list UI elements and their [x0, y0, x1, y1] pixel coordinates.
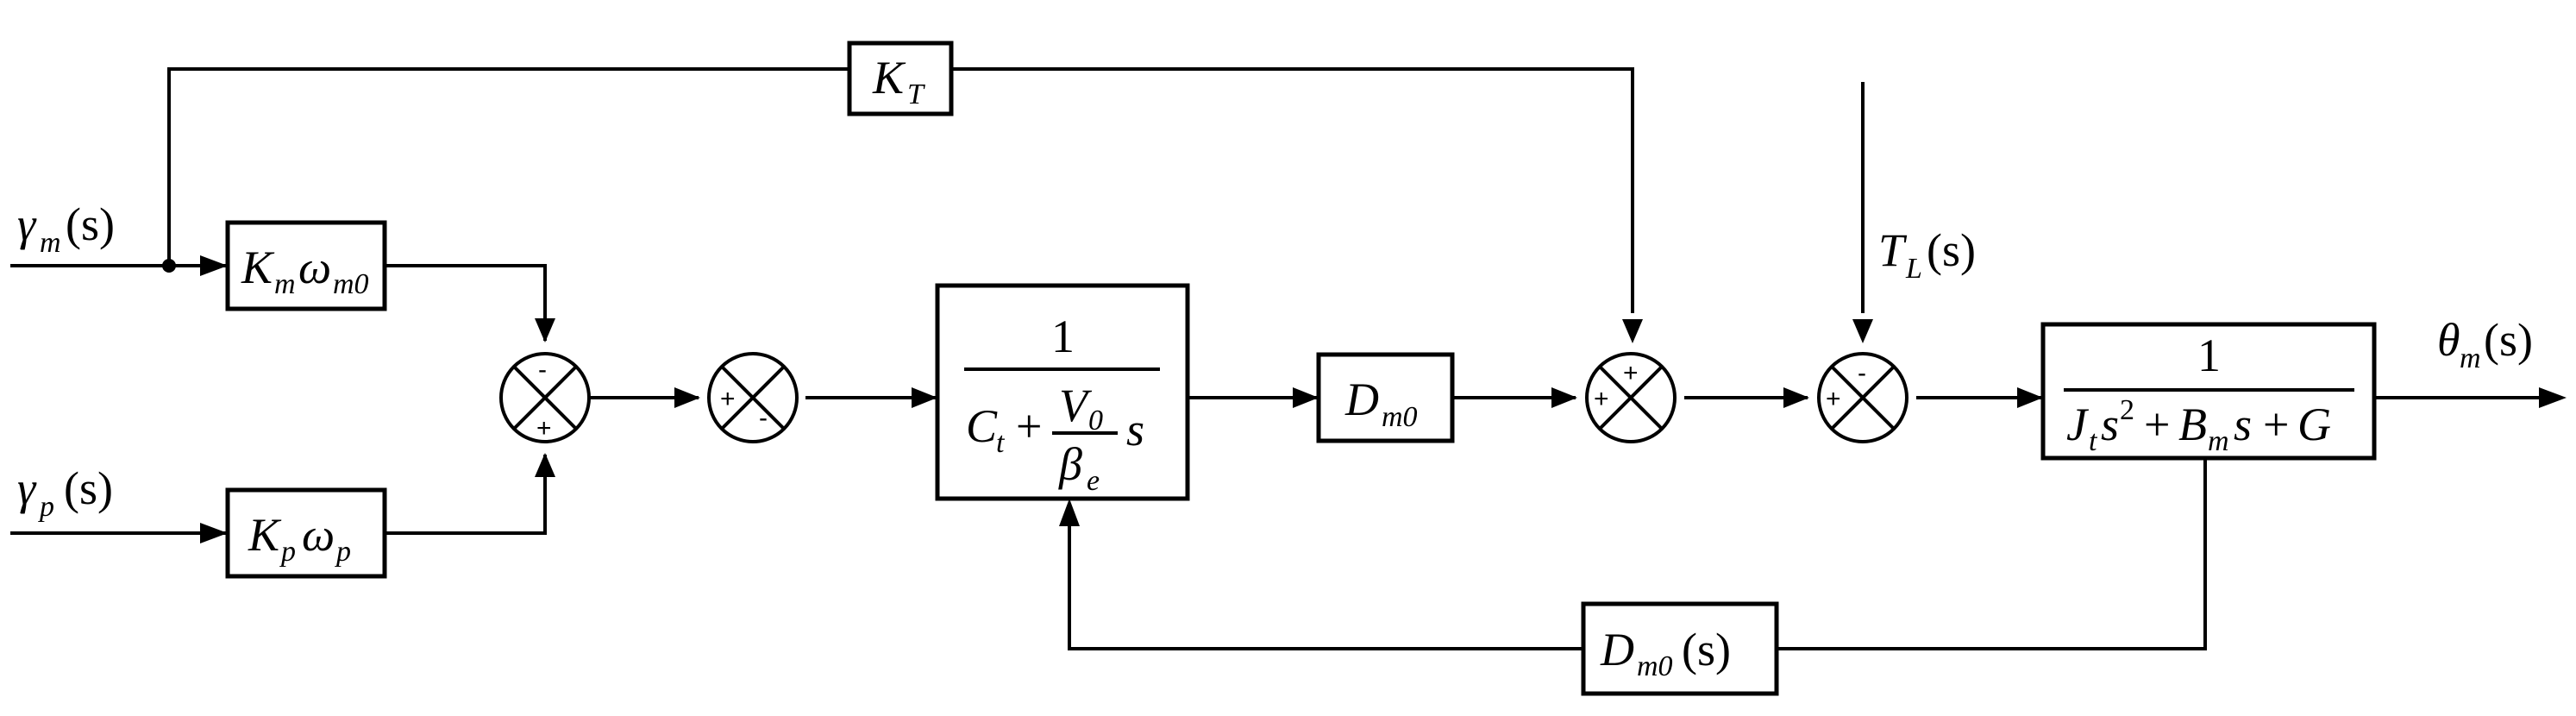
summing-junction-4: - +	[1817, 352, 1908, 443]
label-tl: T L (s)	[1878, 224, 1976, 285]
theta-m-arg: (s)	[2484, 314, 2533, 366]
km-to-sum1-line	[385, 264, 547, 341]
sum4-left-sign: +	[1826, 385, 1841, 413]
tl-subscript: L	[1905, 253, 1922, 285]
plant-plus1: +	[2144, 399, 2170, 450]
arrow-into-kp	[200, 523, 228, 543]
gamma-p-subscript: p	[38, 491, 54, 523]
feedback-line-right	[1777, 458, 2207, 650]
sum2-left-sign: +	[720, 385, 736, 413]
plant-g: G	[2297, 399, 2331, 450]
km-subscript: m	[274, 268, 296, 300]
flow-beta-sub: e	[1087, 465, 1100, 497]
gamma-p-arg: (s)	[64, 462, 113, 514]
plant-s2: s	[2101, 399, 2119, 450]
dm0-symbol: D	[1344, 374, 1379, 425]
wm0-subscript: m0	[333, 268, 369, 300]
plant-j: J	[2066, 399, 2090, 450]
gamma-m-subscript: m	[40, 227, 61, 259]
plant-numerator: 1	[2197, 330, 2221, 381]
kt-feedforward-line-out	[951, 67, 1634, 313]
plant-j-sub: t	[2089, 425, 2098, 457]
block-flow-transfer-function: 1 C t + V 0 β e s	[935, 283, 1190, 501]
block-km-wm0: K m ω m0	[225, 220, 387, 311]
flow-ct-sub: t	[996, 427, 1006, 459]
km-symbol: K	[241, 242, 275, 293]
arrow-into-sum3-top	[1622, 319, 1643, 343]
plant-plus2: +	[2263, 399, 2289, 450]
tl-symbol: T	[1878, 224, 1908, 276]
gamma-m-symbol: γ	[17, 198, 37, 250]
summing-junction-3: + +	[1585, 352, 1677, 443]
plant-b-sub: m	[2208, 425, 2229, 457]
sum1-top-sign: -	[538, 355, 547, 384]
arrow-into-sum1-top	[535, 318, 555, 342]
arrow-into-flow	[912, 387, 937, 408]
flow-beta: β	[1058, 438, 1082, 490]
flow-s: s	[1126, 404, 1144, 455]
gamma-p-symbol: γ	[17, 462, 37, 514]
arrow-into-sum4-top	[1852, 319, 1873, 343]
kt-feedforward-line-in	[167, 67, 849, 266]
flow-plus: +	[1016, 400, 1042, 452]
arrow-into-km	[200, 255, 228, 276]
kp-symbol: K	[248, 509, 282, 561]
plant-s: s	[2234, 399, 2252, 450]
wp-subscript: p	[335, 536, 351, 568]
arrowheads	[200, 255, 2567, 543]
arrow-into-sum3	[1551, 387, 1577, 408]
plant-s2-sup: 2	[2120, 394, 2134, 426]
arrow-into-dm0	[1293, 387, 1319, 408]
arrow-into-sum4	[1783, 387, 1809, 408]
label-gamma-p: γ p (s)	[17, 462, 113, 523]
flow-ct: C	[966, 400, 998, 452]
sum3-left-sign: +	[1594, 385, 1609, 413]
dm0s-arg: (s)	[1682, 624, 1731, 675]
plant-b: B	[2178, 399, 2207, 450]
arrow-into-plant	[2017, 387, 2043, 408]
tl-arg: (s)	[1927, 224, 1976, 276]
summing-junction-1: - +	[499, 352, 591, 443]
sum4-top-sign: -	[1858, 359, 1866, 387]
kt-symbol: K	[872, 52, 906, 104]
flow-v0-sub: 0	[1088, 405, 1103, 437]
wm0-symbol: ω	[298, 242, 331, 293]
wp-symbol: ω	[302, 509, 335, 561]
kp-subscript: p	[279, 536, 296, 568]
sum2-right-sign: -	[759, 404, 768, 432]
arrow-into-sum2	[674, 387, 700, 408]
arrow-into-sum1-bottom	[535, 453, 555, 477]
flow-v0: V	[1059, 380, 1093, 431]
summing-junction-2: + -	[707, 352, 799, 443]
block-dm0: D m0	[1316, 352, 1455, 443]
theta-m-symbol: θ	[2437, 314, 2460, 366]
flow-numerator: 1	[1051, 311, 1075, 362]
gamma-m-arg: (s)	[66, 198, 115, 250]
dm0s-symbol: D	[1600, 624, 1634, 675]
theta-m-subscript: m	[2460, 342, 2481, 374]
block-kt: K T	[847, 41, 954, 116]
dm0-subscript: m0	[1382, 401, 1418, 433]
kt-subscript: T	[907, 79, 925, 110]
feedback-line-left	[1068, 526, 1583, 650]
arrow-output	[2539, 387, 2567, 408]
kp-to-sum1-line	[385, 455, 547, 535]
label-gamma-m: γ m (s)	[17, 198, 115, 259]
block-kp-wp: K p ω p	[225, 487, 387, 579]
label-theta-m: θ m (s)	[2437, 314, 2533, 374]
sum1-bottom-sign: +	[536, 414, 552, 443]
dm0s-subscript: m0	[1637, 650, 1673, 682]
block-plant-transfer-function: 1 J t s 2 + B m s + G	[2040, 322, 2377, 461]
arrow-into-flow-bottom	[1059, 499, 1080, 526]
sum3-top-sign: +	[1623, 359, 1639, 387]
block-dm0-s: D m0 (s)	[1581, 601, 1779, 696]
